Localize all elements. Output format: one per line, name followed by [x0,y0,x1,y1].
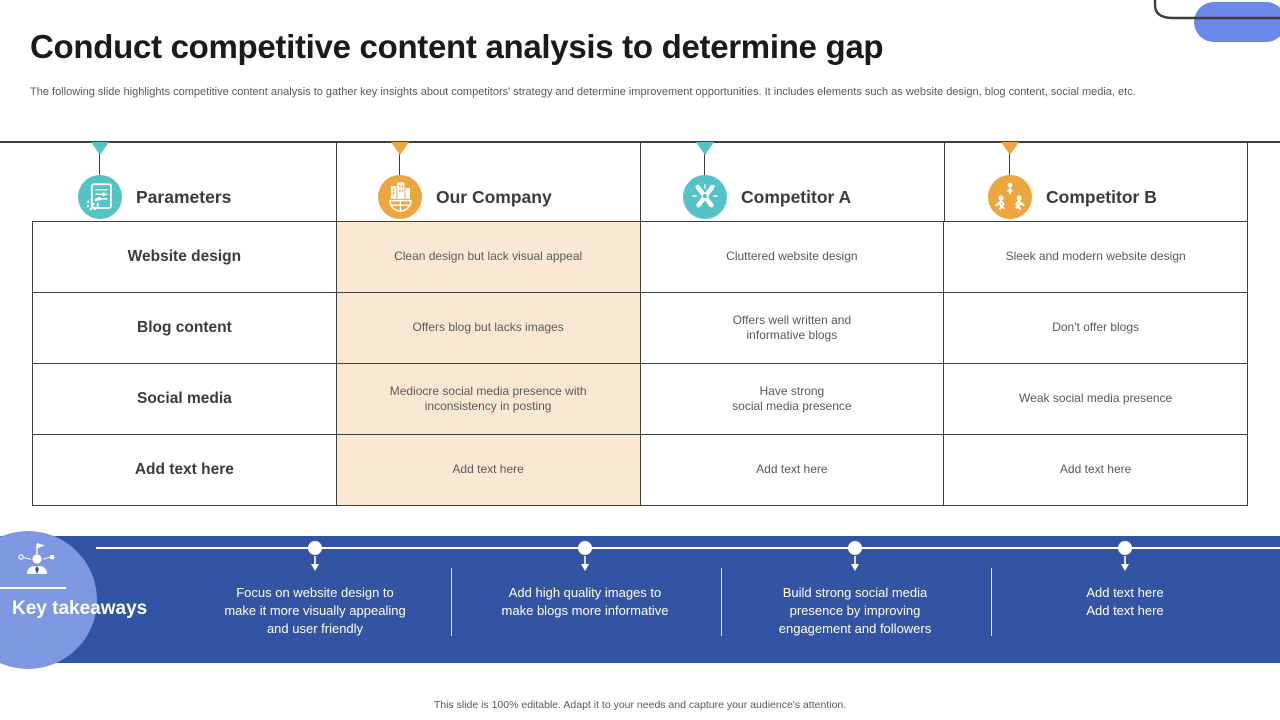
connector-line [99,141,100,177]
table-cell-our-company: Mediocre social media presence with inco… [336,364,641,435]
idea-person-icon [18,543,55,574]
competition-clash-icon [683,175,727,219]
table-cell-our-company: Add text here [336,435,641,506]
takeaway-item: Add text here Add text here [1086,585,1164,618]
table-cell-competitor-a: Have strong social media presence [640,364,945,435]
comparison-table: Website design Clean design but lack vis… [32,221,1248,506]
takeaway-divider [451,568,452,636]
connector-line [399,141,400,177]
icon-underline [0,587,66,589]
column-header-competitor-a: Competitor A [741,187,852,207]
curved-line [1153,0,1280,20]
column-divider [336,141,337,221]
marker-triangle [1001,142,1019,155]
table-cell-competitor-b: Don't offer blogs [944,293,1248,364]
checklist-settings-icon [78,175,122,219]
takeaway-item: Build strong social media presence by im… [778,585,932,636]
row-label: Website design [33,222,337,293]
company-buildings-icon [378,175,422,219]
table-cell-competitor-b: Sleek and modern website design [944,222,1248,293]
row-label: Add text here [33,435,337,506]
table-cell-competitor-a: Add text here [640,435,945,506]
takeaway-item: Focus on website design to make it more … [224,585,406,636]
column-divider [944,141,945,221]
takeaways-timeline [96,547,1280,549]
column-header-competitor-b: Competitor B [1046,187,1157,207]
table-cell-competitor-b: Weak social media presence [944,364,1248,435]
marker-triangle [391,142,409,155]
key-takeaways-heading: Key takeaways [12,598,148,619]
column-header-our-company: Our Company [436,187,552,207]
marker-triangle [91,142,109,155]
row-label: Blog content [33,293,337,364]
page-title: Conduct competitive content analysis to … [30,28,884,65]
pin-marker-icon [308,541,322,571]
editable-note: This slide is 100% editable. Adapt it to… [433,699,847,711]
takeaways-band [0,536,1280,663]
takeaway-divider [721,568,722,636]
column-divider [640,141,641,221]
slide-subtitle: The following slide highlights competiti… [30,86,1136,98]
table-cell-competitor-a: Offers well written and informative blog… [640,293,945,364]
pin-marker-icon [578,541,592,571]
pin-marker-icon [1118,541,1132,571]
pin-marker-icon [848,541,862,571]
corner-decoration [1153,0,1280,42]
takeaway-item: Add high quality images to make blogs mo… [501,585,669,618]
table-cell-competitor-b: Add text here [944,435,1248,506]
table-cell-competitor-a: Cluttered website design [640,222,945,293]
table-cell-our-company: Offers blog but lacks images [336,293,641,364]
takeaway-divider [991,568,992,636]
column-divider [1247,141,1248,221]
table-cell-our-company: Clean design but lack visual appeal [336,222,641,293]
connector-line [704,141,705,177]
row-label: Social media [33,364,337,435]
marker-triangle [696,142,714,155]
connector-line [1009,141,1010,177]
column-header-parameters: Parameters [136,187,232,207]
competitors-race-icon [988,175,1032,219]
pill-shape [1194,2,1280,42]
